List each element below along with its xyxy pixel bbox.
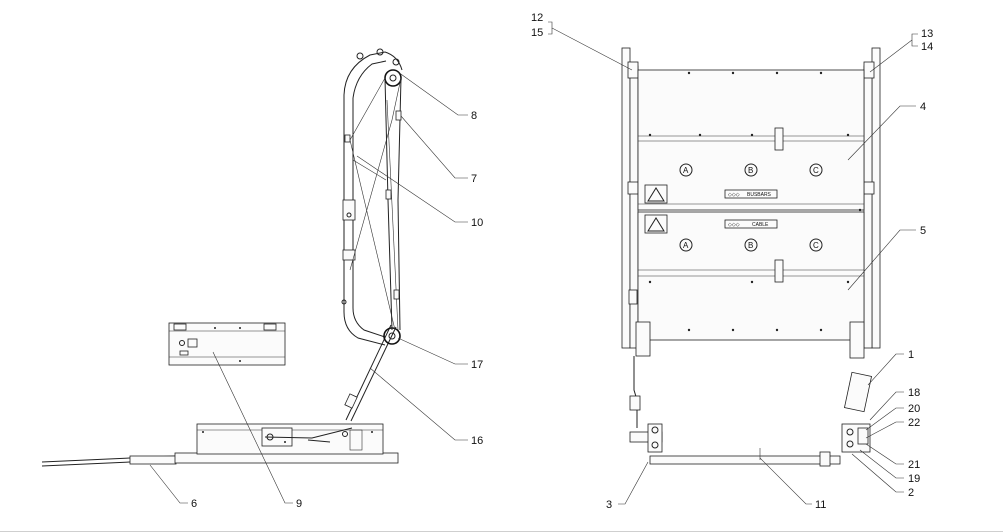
vertical-frame: [341, 48, 403, 346]
left-side-post: [621, 47, 639, 349]
right-assembly: [621, 47, 881, 467]
left-lower-bracket: [629, 321, 663, 453]
phase-a-upper: A: [683, 166, 689, 175]
strut-part-16: [344, 324, 397, 422]
base-mechanism: [196, 423, 384, 455]
phase-markers-upper: A B C: [679, 163, 823, 177]
callout-3: 3: [606, 499, 612, 511]
callout-14: 14: [921, 41, 933, 53]
busbars-label: BUSBARS: [747, 192, 772, 198]
right-leaders: [548, 21, 918, 505]
phase-b-upper: B: [748, 166, 753, 175]
callout-7: 7: [471, 173, 477, 185]
callout-15: 15: [531, 27, 543, 39]
left-leaders: [149, 71, 468, 504]
callout-19: 19: [908, 473, 920, 485]
callout-12: 12: [531, 12, 543, 24]
callout-20: 20: [908, 403, 920, 415]
phase-markers-lower: A B C: [679, 238, 823, 252]
callout-13: 13: [921, 28, 933, 40]
upper-shutter-part-4: [637, 69, 865, 211]
rail-part-6: [41, 452, 399, 467]
callout-18: 18: [908, 387, 920, 399]
callout-4: 4: [920, 101, 926, 113]
rivet-dots: [648, 71, 862, 332]
callout-10: 10: [471, 217, 483, 229]
busbars-prefix: ◇◇◇: [728, 192, 740, 198]
shaft-part-11: [649, 448, 841, 467]
cable-label: CABLE: [752, 222, 769, 228]
callout-5: 5: [920, 225, 926, 237]
callout-6: 6: [191, 498, 197, 510]
callout-16: 16: [471, 435, 483, 447]
callout-9: 9: [296, 498, 302, 510]
callout-17: 17: [471, 359, 483, 371]
phase-c-upper: C: [813, 166, 819, 175]
callout-8: 8: [471, 110, 477, 122]
callout-22: 22: [908, 417, 920, 429]
right-side-post: [863, 47, 881, 349]
lower-shutter-part-5: [637, 211, 865, 341]
callout-1: 1: [908, 349, 914, 361]
belt-part-7: [344, 77, 402, 331]
right-lower-bracket: [841, 321, 872, 453]
mounting-plate-part-9: [168, 322, 286, 366]
phase-a-lower: A: [683, 241, 689, 250]
cable-prefix: ◇◇◇: [728, 222, 740, 228]
phase-c-lower: C: [813, 241, 819, 250]
left-assembly: [41, 48, 403, 467]
callout-11: 11: [815, 499, 826, 511]
phase-b-lower: B: [748, 241, 753, 250]
callout-21: 21: [908, 459, 920, 471]
callout-2: 2: [908, 487, 914, 499]
